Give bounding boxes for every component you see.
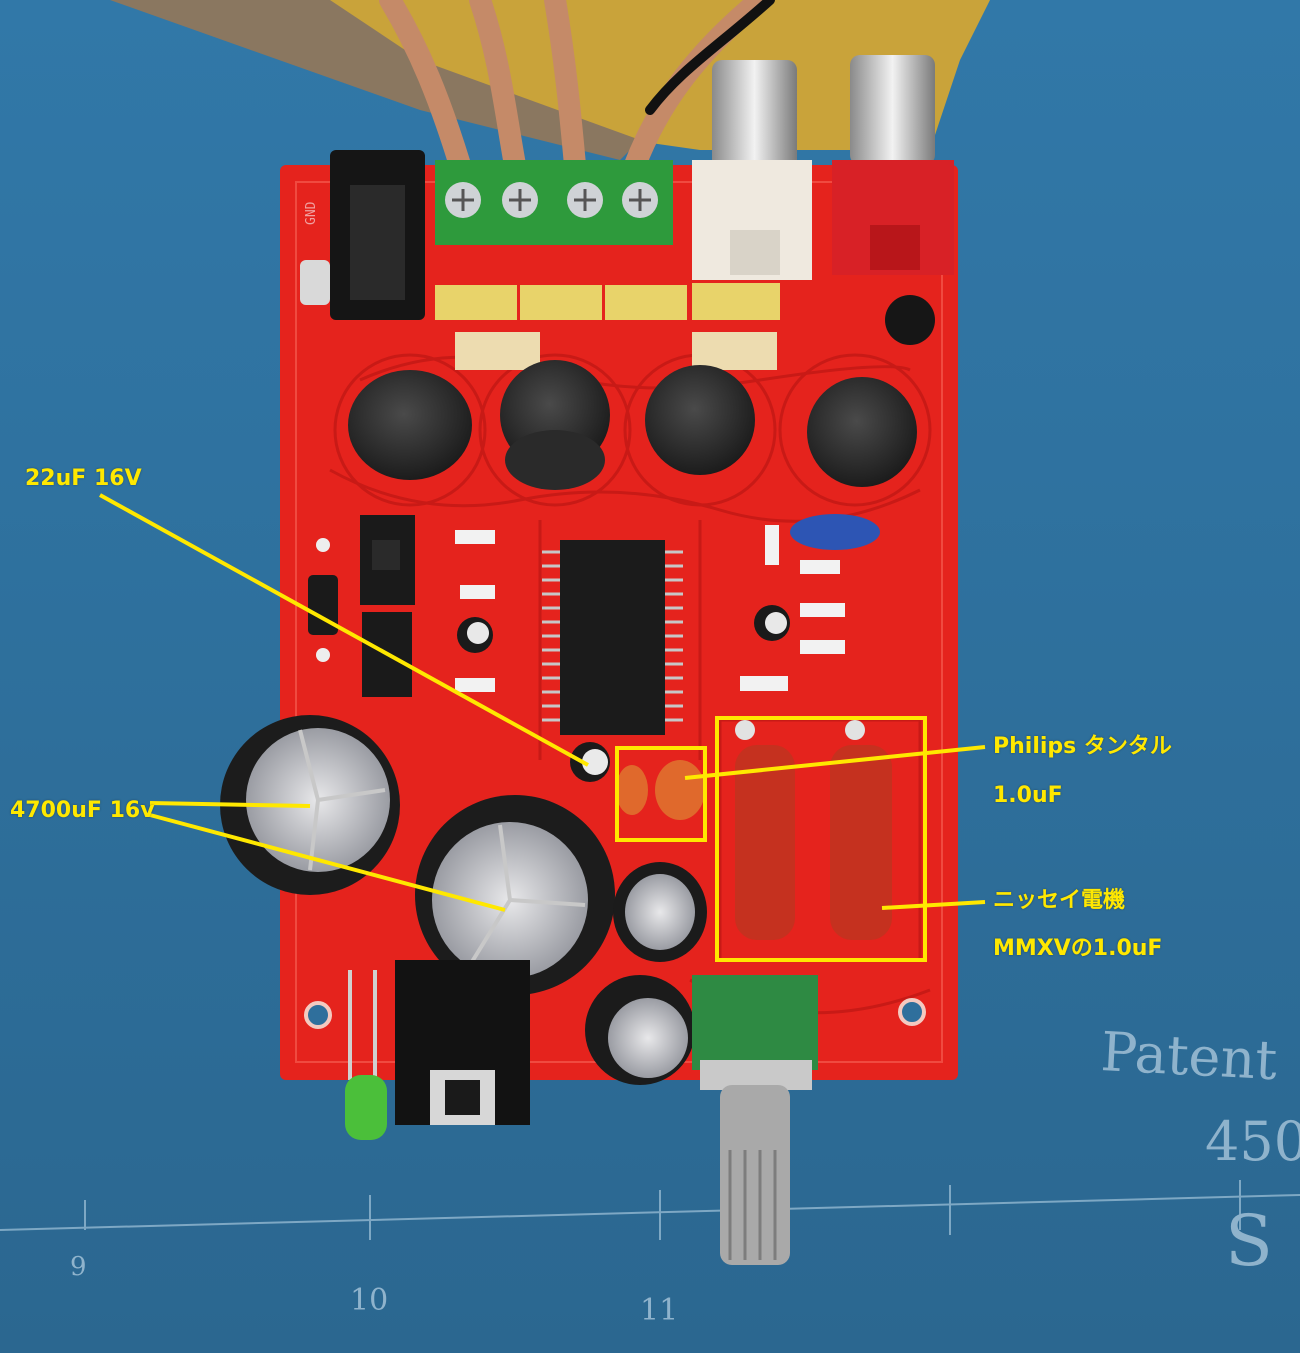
- ruler-number-9: 9: [70, 1252, 87, 1282]
- rca-jack-white: [692, 60, 812, 280]
- electrolytic-cap-mid: [613, 862, 707, 962]
- label-22uf-16v: 22uF 16V: [25, 466, 142, 491]
- highlight-box-philips: [615, 746, 707, 842]
- rca-jack-red: [832, 55, 954, 275]
- electrolytic-cap-bottom: [585, 975, 695, 1085]
- pointer-line-4700uf-a: [149, 801, 311, 808]
- label-nissei-value: MMXVの1.0uF: [993, 936, 1163, 961]
- terminal-blocks: [435, 160, 673, 245]
- jumper-headers: [360, 515, 415, 697]
- gold-foil: [300, 0, 990, 150]
- pcb-gnd-label: GND: [304, 201, 319, 225]
- smd-resistors: [455, 525, 845, 692]
- small-electrolytic-caps: [457, 605, 790, 782]
- speaker-wires: [379, 0, 775, 176]
- pointer-line-4700uf-b: [149, 813, 506, 912]
- inductors: [348, 360, 917, 490]
- mount-hole: [898, 998, 926, 1026]
- film-capacitors-nissei: [735, 720, 892, 940]
- volume-potentiometer: [692, 975, 818, 1265]
- annotation-overlay: [99, 493, 986, 962]
- mat-print-patent: Patent: [1099, 1020, 1279, 1092]
- mount-hole: [304, 1001, 332, 1029]
- mat-ruler: [0, 1180, 1300, 1240]
- blue-ceramic-cap: [790, 514, 880, 550]
- mat-print-number: 450: [1205, 1110, 1300, 1173]
- film-capacitors-row: [435, 283, 780, 370]
- standoff: [885, 295, 935, 345]
- diode: [308, 575, 338, 635]
- ruler-number-10: 10: [350, 1283, 388, 1318]
- label-4700uf-16v: 4700uF 16v: [10, 798, 155, 823]
- label-philips-value: 1.0uF: [993, 783, 1063, 808]
- tantalum-capacitors: [616, 760, 705, 820]
- pointer-line-philips: [684, 745, 986, 780]
- ruler-number-11: 11: [640, 1293, 678, 1328]
- label-philips-tantalum: Philips タンタル: [993, 734, 1172, 759]
- pointer-line-nissei: [881, 900, 986, 910]
- green-led: [345, 970, 387, 1140]
- label-nissei: ニッセイ電機: [993, 888, 1126, 913]
- pointer-line-22uf: [99, 493, 589, 767]
- mat-print-s: S: [1225, 1200, 1273, 1282]
- amplifier-ic: [542, 540, 683, 735]
- highlight-box-nissei: [715, 716, 927, 962]
- electrolytic-cap-4700uf-right: [415, 795, 615, 995]
